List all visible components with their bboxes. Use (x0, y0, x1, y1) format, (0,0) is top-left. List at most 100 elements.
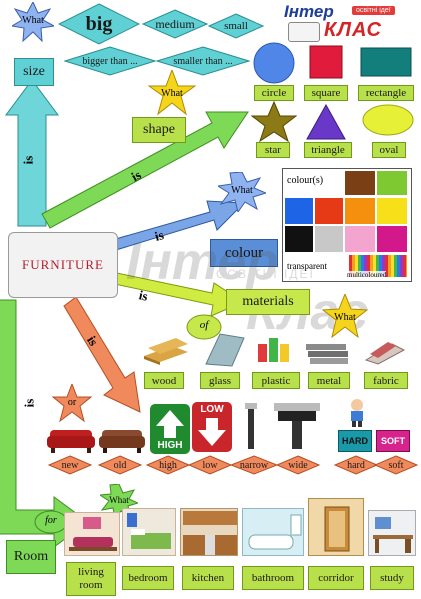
adj-old: old (98, 455, 142, 475)
for-cloud: for (34, 510, 68, 534)
or-label: or (67, 397, 77, 408)
word-medium: medium (142, 9, 208, 39)
glass-image (202, 330, 248, 368)
material-glass-label: glass (200, 372, 240, 389)
shape-circle-label: circle (254, 85, 294, 101)
shape-rectangle-label: rectangle (358, 85, 414, 101)
wide-image (272, 402, 322, 452)
material-fabric-label: fabric (364, 372, 408, 389)
what-label: What (22, 15, 44, 26)
low-sign: LOW (192, 402, 232, 452)
what-label: What (161, 88, 183, 99)
swatch-pink (345, 226, 375, 252)
arrow-to-size (5, 79, 59, 227)
of-label: of (199, 319, 209, 331)
kitchen-image (180, 508, 238, 556)
logo-bottom-text: КЛАС (324, 19, 382, 41)
adj-low: low (188, 455, 232, 475)
new-sofa-image (46, 424, 96, 454)
star-shape (251, 101, 297, 143)
adj-narrow: narrow (230, 455, 278, 475)
swatch-yellow (377, 198, 407, 224)
materials-box: materials (226, 289, 310, 315)
word-bigger-than: bigger than ... (64, 46, 156, 76)
soft-box: SOFT (376, 430, 410, 452)
high-sign-text: HIGH (157, 440, 183, 451)
study-image (368, 510, 416, 556)
shape-oval-label: oval (372, 142, 406, 158)
word-big: big (58, 3, 140, 45)
arrow-to-colour (111, 200, 246, 251)
old-sofa-image (98, 424, 146, 454)
what-label: What (231, 185, 253, 196)
colour-box: colour (210, 239, 278, 267)
word-smaller-than: smaller than ... (156, 46, 250, 76)
material-wood-label: wood (144, 372, 184, 389)
swatch-brown (345, 171, 375, 195)
kid-figure (346, 398, 368, 428)
metal-image (304, 334, 350, 366)
shape-triangle-label: triangle (304, 142, 352, 158)
room-bathroom-label: bathroom (242, 566, 304, 590)
circle-shape (253, 42, 295, 84)
room-box: Room (6, 540, 56, 574)
triangle-shape (306, 104, 346, 140)
is-label-size: is (20, 155, 36, 165)
logo-ribbon: освітні ідеї (352, 6, 395, 15)
furniture-center: FURNITURE (8, 232, 118, 298)
shape-box: shape (132, 117, 186, 143)
narrow-image (240, 402, 262, 452)
rectangle-shape (360, 47, 412, 77)
high-sign: HIGH (150, 404, 190, 454)
size-box: size (14, 58, 54, 86)
room-kitchen-label: kitchen (182, 566, 234, 590)
shape-square-label: square (304, 85, 348, 101)
adj-new: new (48, 455, 92, 475)
swatch-orange (345, 198, 375, 224)
adj-wide: wide (276, 455, 320, 475)
material-metal-label: metal (308, 372, 350, 389)
what-star-colour: What (216, 171, 268, 214)
shape-star-label: star (256, 142, 290, 158)
room-bedroom-label: bedroom (122, 566, 174, 590)
adj-soft: soft (374, 455, 418, 475)
logo-children-icon (288, 22, 320, 42)
what-star-materials: What (321, 292, 369, 339)
arrow-to-adjectives (63, 296, 141, 413)
room-living-room-label: living room (66, 562, 116, 596)
swatch-green (377, 171, 407, 195)
oval-shape (362, 104, 414, 136)
word-small: small (208, 13, 264, 39)
what-star-shape: What (147, 68, 197, 116)
of-cloud: of (186, 314, 222, 340)
corridor-image (308, 498, 364, 556)
hard-box: HARD (338, 430, 372, 452)
swatch-black (285, 226, 313, 252)
swatch-blue (285, 198, 313, 224)
arrow-to-materials (109, 271, 245, 317)
room-corridor-label: corridor (308, 566, 364, 590)
interklas-logo: Інтер освітні ідеї КЛАС (282, 2, 416, 42)
material-plastic-label: plastic (252, 372, 300, 389)
for-label: for (45, 515, 57, 526)
wood-image (142, 332, 190, 366)
plastic-image (254, 332, 294, 366)
low-sign-text: LOW (200, 404, 224, 415)
colour-palette: colour(s) transparent multicoloured (282, 168, 412, 282)
what-label: What (334, 312, 356, 323)
palette-multicoloured: multicoloured (347, 271, 387, 279)
palette-title: colour(s) (287, 175, 324, 186)
what-label: What (109, 495, 129, 505)
living-room-image (64, 512, 120, 556)
adj-high: high (146, 455, 190, 475)
fabric-image (362, 336, 406, 366)
swatch-red (315, 198, 343, 224)
bedroom-image (122, 508, 176, 556)
adj-hard: hard (334, 455, 378, 475)
is-label-room: is (21, 398, 37, 408)
what-star-size: What (10, 0, 56, 43)
arrow-to-shape (41, 111, 249, 229)
room-study-label: study (370, 566, 414, 590)
palette-transparent: transparent (287, 261, 327, 271)
logo-top-text: Інтер (284, 2, 334, 21)
